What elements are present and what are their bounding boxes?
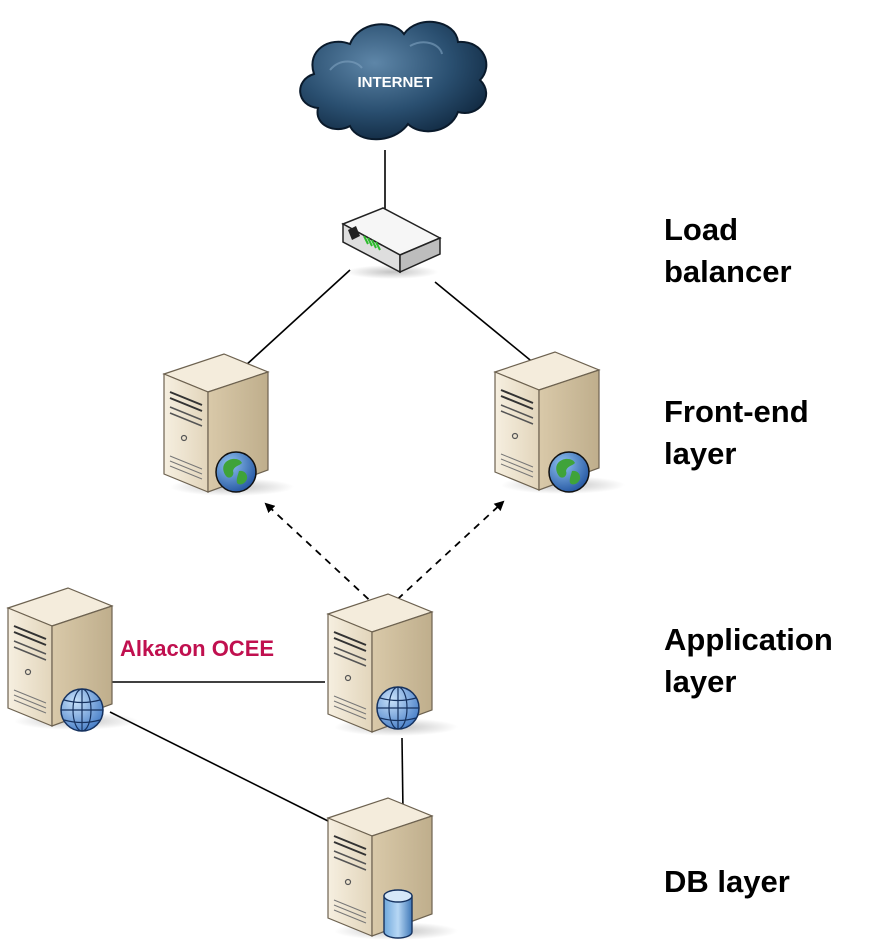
layer-label-front-end: Front-end layer — [664, 391, 809, 475]
arrow-app-to-frontend-right — [387, 500, 505, 609]
cloud-label: INTERNET — [358, 74, 433, 91]
load-balancer-device-icon — [341, 207, 442, 279]
layer-label-line: layer — [664, 664, 737, 699]
layer-label-line: Load — [664, 212, 739, 247]
layer-label-line: DB layer — [664, 864, 790, 899]
layer-label-load-balancer: Load balancer — [664, 209, 792, 293]
application-server-icon — [327, 593, 459, 737]
layer-label-line: layer — [664, 436, 737, 471]
layer-label-line: balancer — [664, 254, 792, 289]
link-loadbalancer-frontend-left — [244, 269, 351, 367]
database-cylinder-icon — [383, 889, 413, 939]
layer-label-application: Application layer — [664, 619, 833, 703]
layer-label-line: Front-end — [664, 394, 809, 429]
database-server-icon — [327, 797, 459, 941]
link-app-right-db — [401, 737, 404, 813]
layer-label-db: DB layer — [664, 861, 790, 903]
link-loadbalancer-frontend-right — [434, 281, 536, 365]
application-server-icon — [7, 587, 139, 732]
layer-label-line: Application — [664, 622, 833, 657]
wireframe-globe-icon — [60, 688, 104, 732]
link-app-left-db — [109, 711, 339, 827]
wireframe-globe-icon — [376, 686, 420, 730]
globe-icon — [215, 451, 257, 493]
arrow-app-to-frontend-left — [264, 502, 379, 609]
globe-icon — [548, 451, 590, 493]
connection-lines — [109, 150, 536, 827]
web-server-icon — [163, 353, 295, 497]
cluster-label: Alkacon OCEE — [119, 636, 276, 662]
web-server-icon — [494, 351, 626, 495]
internet-cloud-icon: INTERNET — [299, 20, 488, 141]
